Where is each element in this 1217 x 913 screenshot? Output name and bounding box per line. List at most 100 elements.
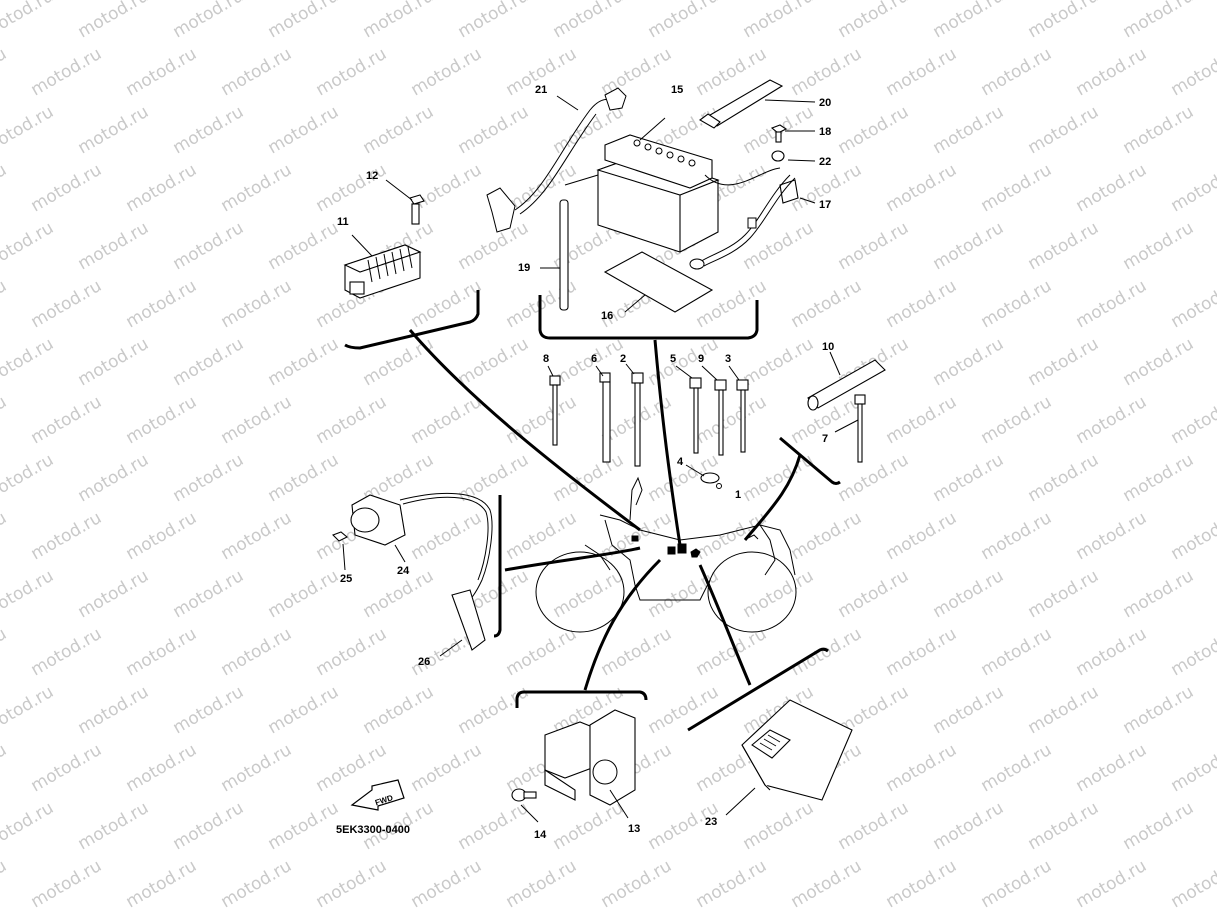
watermark-text: motod.ru <box>930 102 1008 158</box>
watermark-text: motod.ru <box>1025 682 1103 738</box>
cdi-unit-part <box>725 699 853 816</box>
watermark-text: motod.ru <box>1073 160 1151 216</box>
watermark-text: motod.ru <box>883 160 961 216</box>
watermark-text: motod.ru <box>835 798 913 854</box>
watermark-text: motod.ru <box>218 392 296 448</box>
breather-tube-part <box>540 174 599 311</box>
watermark-text: motod.ru <box>123 740 201 796</box>
watermark-text: motod.ru <box>265 102 343 158</box>
motorcycle-outline <box>535 476 797 633</box>
watermark-text: motod.ru <box>28 856 106 912</box>
watermark-text: motod.ru <box>0 276 10 332</box>
watermark-text: motod.ru <box>883 856 961 912</box>
watermark-text: motod.ru <box>740 334 818 390</box>
watermark-text: motod.ru <box>978 44 1056 100</box>
watermark-text: motod.ru <box>930 450 1008 506</box>
watermark-text: motod.ru <box>218 276 296 332</box>
watermark-text: motod.ru <box>455 450 533 506</box>
watermark-text: motod.ru <box>123 276 201 332</box>
watermark-text: motod.ru <box>978 276 1056 332</box>
watermark-text: motod.ru <box>455 334 533 390</box>
watermark-text: motod.ru <box>0 682 57 738</box>
callout-14: 14 <box>534 829 547 841</box>
watermark-text: motod.ru <box>550 334 628 390</box>
watermark-text: motod.ru <box>313 392 391 448</box>
watermark-text: motod.ru <box>645 566 723 622</box>
watermark-text: motod.ru <box>28 392 106 448</box>
watermark-text: motod.ru <box>28 44 106 100</box>
watermark-text: motod.ru <box>1073 508 1151 564</box>
watermark-text: motod.ru <box>1025 102 1103 158</box>
ignition-coil-part <box>350 493 493 651</box>
callout-20: 20 <box>819 97 831 109</box>
watermark-text: motod.ru <box>265 450 343 506</box>
callout-labels: 1 2 3 4 5 6 7 8 9 10 11 12 13 14 15 16 1… <box>337 84 834 841</box>
watermark-text: motod.ru <box>883 392 961 448</box>
watermark-text: motod.ru <box>1168 44 1217 100</box>
watermark-text: motod.ru <box>75 218 153 274</box>
battery-part <box>596 117 720 253</box>
watermark-text: motod.ru <box>0 508 10 564</box>
watermark-text: motod.ru <box>0 44 10 100</box>
watermark-text: motod.ru <box>1120 218 1198 274</box>
watermark-text: motod.ru <box>1073 44 1151 100</box>
callout-25: 25 <box>340 573 352 585</box>
spark-plug-cap-part-26 <box>439 639 463 657</box>
watermark-text: motod.ru <box>360 102 438 158</box>
watermark-text: motod.ru <box>28 508 106 564</box>
watermark-text: motod.ru <box>28 624 106 680</box>
watermark-text: motod.ru <box>123 508 201 564</box>
watermark-text: motod.ru <box>265 0 343 42</box>
callout-26: 26 <box>418 656 430 668</box>
callout-5: 5 <box>670 353 676 365</box>
watermark-text: motod.ru <box>1120 450 1198 506</box>
watermark-text: motod.ru <box>788 856 866 912</box>
watermark-text: motod.ru <box>1168 856 1217 912</box>
watermark-text: motod.ru <box>550 0 628 42</box>
watermark-text: motod.ru <box>408 392 486 448</box>
watermark-text: motod.ru <box>835 450 913 506</box>
watermark-text: motod.ru <box>740 798 818 854</box>
cable-tie-part-7 <box>834 394 866 463</box>
watermark-text: motod.ru <box>503 856 581 912</box>
watermark-text: motod.ru <box>693 392 771 448</box>
callout-10: 10 <box>822 341 834 353</box>
watermark-text: motod.ru <box>75 798 153 854</box>
callout-24: 24 <box>397 565 410 577</box>
watermark-text: motod.ru <box>1073 392 1151 448</box>
watermark-text: motod.ru <box>788 276 866 332</box>
callout-4: 4 <box>677 456 684 468</box>
cable-clamp-part-17 <box>779 179 816 204</box>
watermark-text: motod.ru <box>0 624 10 680</box>
watermark-text: motod.ru <box>1168 740 1217 796</box>
cable-ties-group <box>547 363 749 467</box>
watermark-text: motod.ru <box>978 392 1056 448</box>
watermark-text: motod.ru <box>265 682 343 738</box>
watermark-text: motod.ru <box>170 0 248 42</box>
rectifier-regulator-part <box>343 234 422 299</box>
watermark-text: motod.ru <box>1025 450 1103 506</box>
watermark-text: motod.ru <box>740 566 818 622</box>
watermark-text: motod.ru <box>218 160 296 216</box>
watermark-text: motod.ru <box>0 392 10 448</box>
watermark-text: motod.ru <box>170 218 248 274</box>
bolt-part-12 <box>385 179 425 225</box>
watermark-text: motod.ru <box>313 624 391 680</box>
watermark-text: motod.ru <box>1025 0 1103 42</box>
watermark-text: motod.ru <box>360 0 438 42</box>
watermark-text: motod.ru <box>693 856 771 912</box>
callout-18: 18 <box>819 126 831 138</box>
watermark-text: motod.ru <box>265 798 343 854</box>
watermark-text: motod.ru <box>930 334 1008 390</box>
watermark-text: motod.ru <box>835 566 913 622</box>
watermark-text: motod.ru <box>693 508 771 564</box>
watermark-text: motod.ru <box>75 566 153 622</box>
watermark-text: motod.ru <box>978 160 1056 216</box>
callout-23: 23 <box>705 816 717 828</box>
watermark-text: motod.ru <box>75 0 153 42</box>
watermark-text: motod.ru <box>360 682 438 738</box>
watermark-text: motod.ru <box>1168 392 1217 448</box>
watermark-text: motod.ru <box>170 798 248 854</box>
watermark-text: motod.ru <box>930 798 1008 854</box>
